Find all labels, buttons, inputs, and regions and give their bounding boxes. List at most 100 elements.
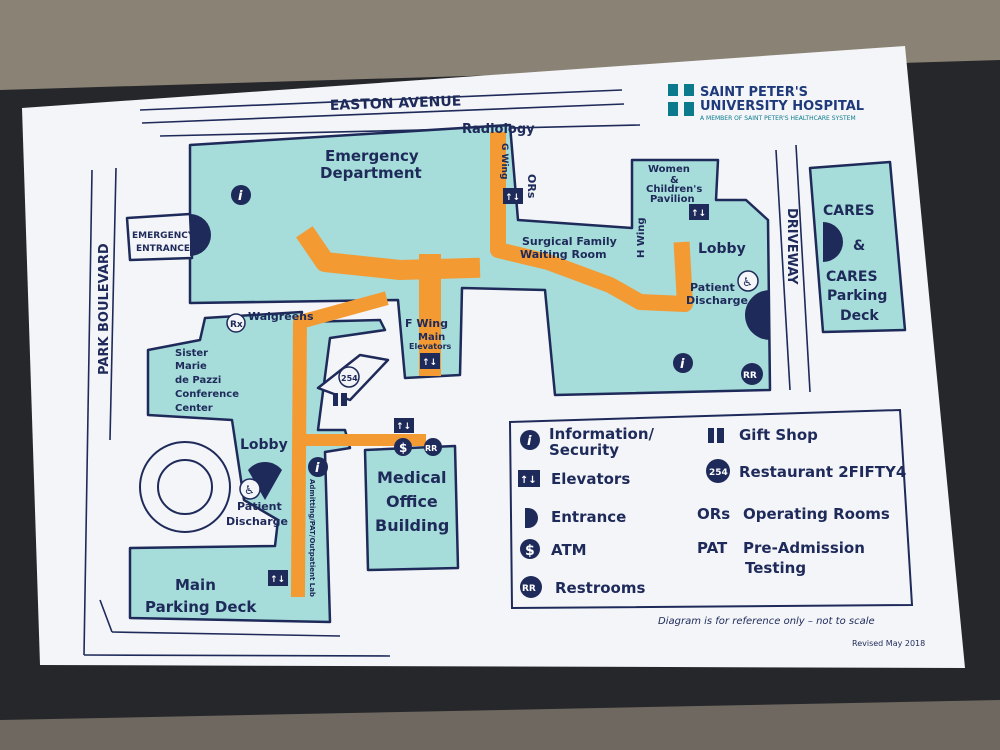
- elevator-icon: ↑↓: [268, 570, 288, 586]
- logo-line2: UNIVERSITY HOSPITAL: [700, 99, 864, 114]
- svg-text:Rx: Rx: [230, 320, 243, 330]
- admitting-corridor: [290, 291, 389, 598]
- legend-label-pat-2: Testing: [745, 559, 806, 577]
- label-f-wing-1: F Wing: [405, 317, 448, 330]
- legend-elevators: ↑↓ Elevators: [518, 470, 630, 488]
- legend-atm: $ ATM: [520, 539, 587, 559]
- legend-abbr-ors: ORs: [697, 505, 730, 523]
- label-cares-1: CARES: [823, 203, 875, 219]
- label-conference-5: Center: [175, 403, 213, 414]
- label-cares-2: &: [853, 238, 865, 254]
- label-main-parking-1: Main: [175, 576, 216, 594]
- svg-text:♿: ♿: [742, 275, 753, 289]
- east-lobby-entrance-icon: [745, 290, 770, 340]
- lobby-entrance-icon: [248, 461, 282, 500]
- restroom-icon: RR: [424, 438, 442, 456]
- cares-entrance-icon: [823, 222, 843, 262]
- logo-line1: SAINT PETER'S: [700, 85, 808, 100]
- elevator-icon: ↑↓: [503, 188, 523, 204]
- svg-text:$: $: [525, 543, 535, 559]
- street-park-boulevard: PARK BOULEVARD: [97, 243, 112, 375]
- svg-text:$: $: [399, 441, 407, 455]
- label-medical-office-1: Medical: [377, 468, 446, 487]
- elevator-icon: ↑↓: [394, 418, 414, 433]
- hospital-logo: SAINT PETER'S UNIVERSITY HOSPITAL A MEMB…: [668, 84, 864, 122]
- elevator-icon: ↑↓: [689, 204, 709, 220]
- svg-text:i: i: [238, 189, 243, 204]
- g-h-wing-corridor: [490, 132, 693, 312]
- roundabout: [139, 441, 231, 533]
- label-discharge-west-1: Patient: [237, 500, 282, 513]
- label-f-wing-3: Elevators: [409, 342, 452, 351]
- accessible-icon: ♿: [737, 270, 759, 292]
- svg-text:↑↓: ↑↓: [505, 193, 520, 203]
- info-icon: [520, 430, 540, 450]
- legend-label-info-1: Information/: [549, 425, 655, 443]
- svg-text:RR: RR: [743, 371, 757, 381]
- legend-restaurant: 254 Restaurant 2FIFTY4: [706, 459, 906, 483]
- legend-label-elevators: Elevators: [551, 470, 630, 488]
- elevator-icon: ↑↓: [420, 353, 440, 369]
- label-women-3: Children's: [646, 184, 702, 195]
- pharmacy-icon: Rx: [226, 313, 246, 333]
- legend-info: i Information/ Security: [520, 425, 655, 459]
- label-women-4: Pavilion: [650, 194, 695, 205]
- label-cares-5: Deck: [840, 308, 879, 324]
- svg-text:i: i: [680, 357, 685, 372]
- svg-text:i: i: [527, 434, 532, 449]
- restaurant-icon: [706, 459, 730, 483]
- label-radiology: Radiology: [462, 122, 535, 137]
- street-lines: [83, 89, 811, 657]
- label-emergency-department-2: Department: [320, 164, 422, 182]
- map-icons: i ↑↓ ↑↓ ♿ i RR Rx ↑↓ 254 ↑↓ $ RR i ♿ ↑↓: [226, 185, 763, 586]
- label-women-2: &: [670, 175, 679, 186]
- svg-text:254: 254: [341, 374, 358, 383]
- svg-text:↑↓: ↑↓: [270, 575, 285, 585]
- legend-ors: ORs Operating Rooms: [697, 505, 890, 523]
- revised-date: Revised May 2018: [852, 639, 925, 648]
- entrance-markers: [190, 214, 843, 500]
- svg-text:↑↓: ↑↓: [396, 422, 411, 432]
- legend-label-restaurant: Restaurant 2FIFTY4: [739, 463, 906, 481]
- label-g-wing: G Wing: [499, 143, 509, 179]
- legend-label-gift-shop: Gift Shop: [739, 426, 818, 444]
- atm-icon: $: [394, 438, 412, 456]
- label-lobby-east: Lobby: [698, 241, 746, 257]
- logo-tagline: A MEMBER OF SAINT PETER'S HEALTHCARE SYS…: [700, 115, 856, 122]
- accessible-icon: ♿: [239, 478, 261, 500]
- legend-box: [508, 408, 914, 610]
- label-f-wing-2: Main: [418, 332, 445, 343]
- svg-text:↑↓: ↑↓: [691, 209, 706, 219]
- label-medical-office-2: Office: [386, 492, 438, 511]
- label-surgical-2: Waiting Room: [520, 248, 607, 261]
- legend-label-ors: Operating Rooms: [743, 505, 890, 523]
- cares-parking-deck: [808, 160, 907, 334]
- entrance-icon: [528, 508, 538, 528]
- legend: i Information/ Security ↑↓ Elevators Ent…: [508, 408, 914, 627]
- label-conference-1: Sister: [175, 348, 208, 359]
- svg-text:i: i: [315, 461, 320, 476]
- label-medical-office-3: Building: [375, 516, 449, 535]
- emergency-entrance-icon: [190, 214, 212, 256]
- label-surgical-1: Surgical Family: [522, 235, 617, 248]
- legend-entrance: Entrance: [525, 508, 626, 528]
- info-icon: i: [231, 185, 251, 205]
- legend-label-restrooms: Restrooms: [555, 579, 645, 597]
- svg-text:↑↓: ↑↓: [520, 475, 537, 486]
- legend-label-info-2: Security: [549, 441, 619, 459]
- gift-shop-icon: [333, 393, 347, 406]
- svg-text:♿: ♿: [244, 483, 255, 497]
- legend-gift-shop: Gift Shop: [708, 426, 818, 444]
- legend-label-pat-1: Pre-Admission: [743, 539, 865, 557]
- atm-icon: [520, 539, 540, 559]
- map-card: SAINT PETER'S UNIVERSITY HOSPITAL A MEMB…: [22, 46, 965, 668]
- label-women-1: Women: [648, 164, 690, 175]
- label-cares-4: Parking: [827, 288, 887, 304]
- label-cares-3: CARES: [826, 269, 878, 285]
- legend-note: Diagram is for reference only – not to s…: [658, 616, 875, 627]
- label-emergency-department-1: Emergency: [325, 147, 419, 165]
- legend-label-atm: ATM: [551, 541, 587, 559]
- label-conference-2: Marie: [175, 361, 207, 372]
- label-conference-3: de Pazzi: [175, 375, 221, 386]
